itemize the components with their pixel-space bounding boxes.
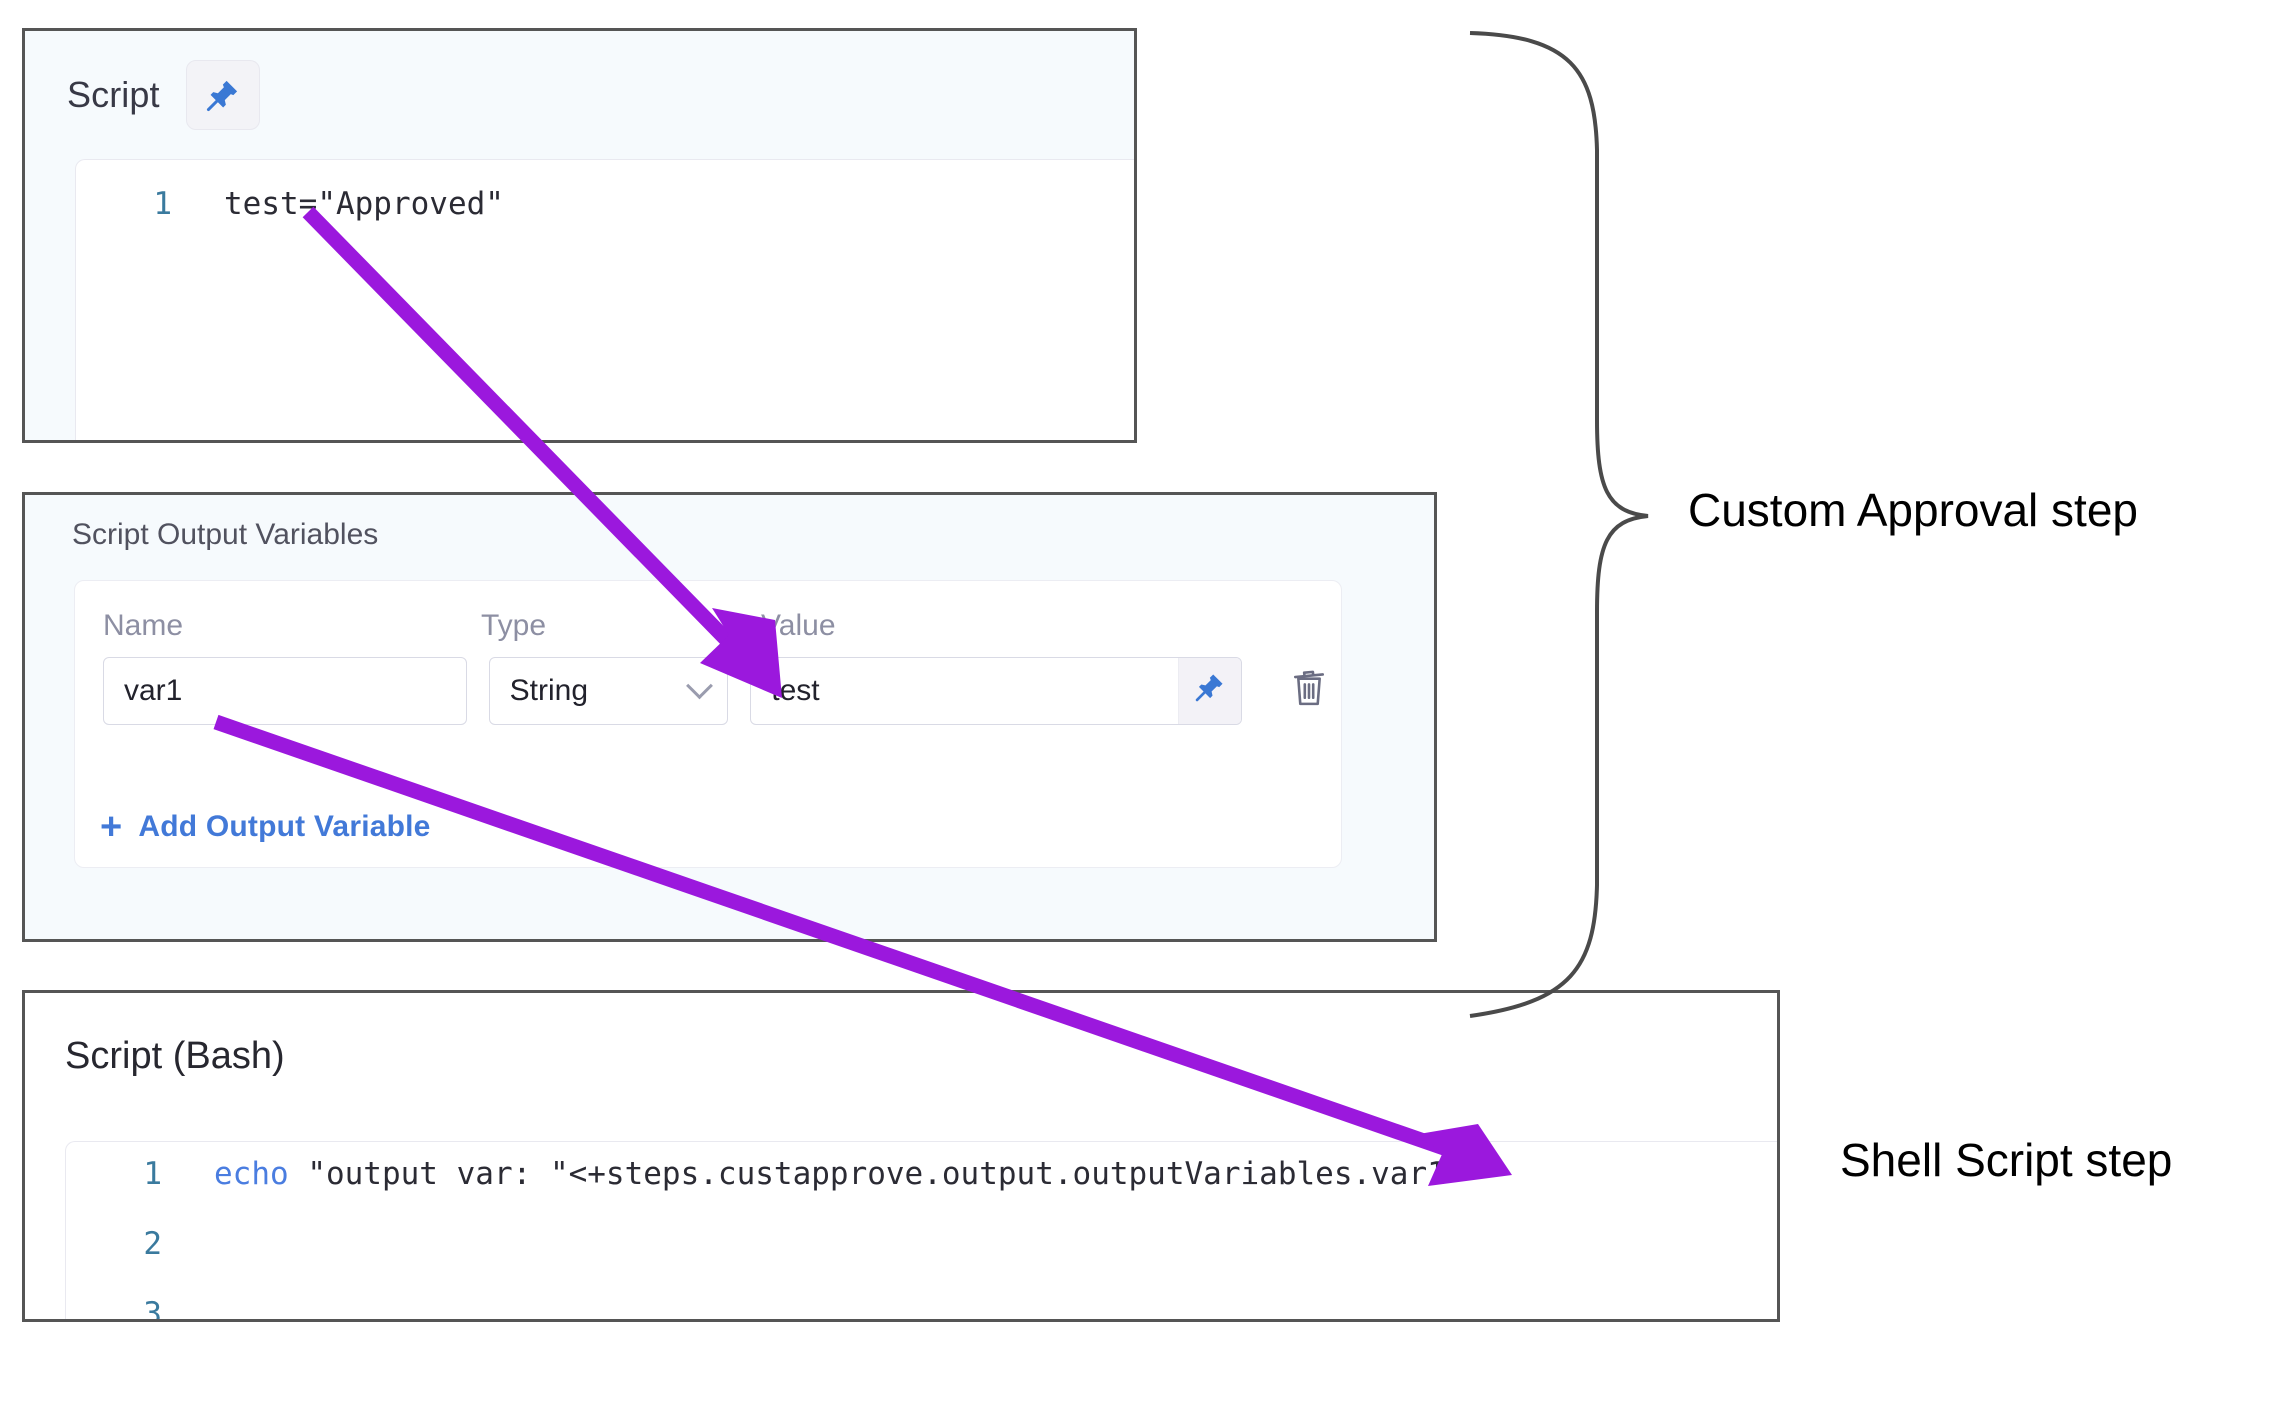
script-panel: Script 1 test="Approved" xyxy=(22,28,1137,443)
variable-type-select[interactable]: String xyxy=(488,657,729,725)
code-line: 1 test="Approved" xyxy=(76,160,1134,242)
script-panel-header: Script xyxy=(25,31,1134,130)
bash-code-editor[interactable]: 1 echo "output var: "<+steps.custapprove… xyxy=(65,1141,1777,1319)
custom-approval-annotation-label: Custom Approval step xyxy=(1688,484,2139,536)
delete-variable-button[interactable] xyxy=(1278,658,1341,724)
line-content: test="Approved" xyxy=(224,186,504,222)
line-number: 3 xyxy=(143,1296,162,1319)
variable-value-text: test xyxy=(771,674,820,707)
bash-script-panel: Script (Bash) 1 echo "output var: "<+ste… xyxy=(22,990,1780,1322)
code-line: 1 echo "output var: "<+steps.custapprove… xyxy=(66,1142,1777,1212)
variable-type-value: String xyxy=(509,674,589,707)
plus-icon: + xyxy=(100,806,123,848)
chevron-down-icon xyxy=(686,671,714,699)
variable-name-input[interactable]: var1 xyxy=(103,657,467,725)
pin-icon xyxy=(205,77,241,113)
code-line: 3 xyxy=(66,1282,1777,1319)
pin-icon xyxy=(1194,671,1226,711)
custom-approval-brace xyxy=(1469,31,1649,1018)
keyword-token: echo xyxy=(214,1156,289,1192)
output-variable-row: var1 String test xyxy=(75,643,1341,725)
output-variables-column-headers: Name Type Value xyxy=(75,581,1341,643)
pin-icon-button[interactable] xyxy=(185,60,260,130)
column-header-value: Value xyxy=(761,609,836,642)
value-pin-icon-button[interactable] xyxy=(1177,658,1241,724)
add-output-variable-label: Add Output Variable xyxy=(138,810,431,843)
code-line: 2 xyxy=(66,1212,1777,1282)
line-number: 1 xyxy=(153,186,172,222)
column-header-name: Name xyxy=(103,609,184,642)
line-remainder: "output var: "<+steps.custapprove.output… xyxy=(288,1156,1465,1192)
shell-script-annotation-label: Shell Script step xyxy=(1840,1134,2173,1186)
script-code-editor[interactable]: 1 test="Approved" xyxy=(75,159,1134,440)
script-panel-title: Script xyxy=(67,74,160,115)
add-output-variable-button[interactable]: + Add Output Variable xyxy=(100,808,431,846)
column-header-type: Type xyxy=(481,609,547,642)
output-variables-section-label: Script Output Variables xyxy=(72,518,379,551)
line-number: 2 xyxy=(143,1226,162,1262)
line-content: echo "output var: "<+steps.custapprove.o… xyxy=(162,1156,1464,1192)
bash-panel-title: Script (Bash) xyxy=(65,1035,285,1077)
line-number: 1 xyxy=(143,1156,162,1192)
variable-value-input[interactable]: test xyxy=(750,657,1242,725)
trash-icon xyxy=(1289,668,1329,715)
